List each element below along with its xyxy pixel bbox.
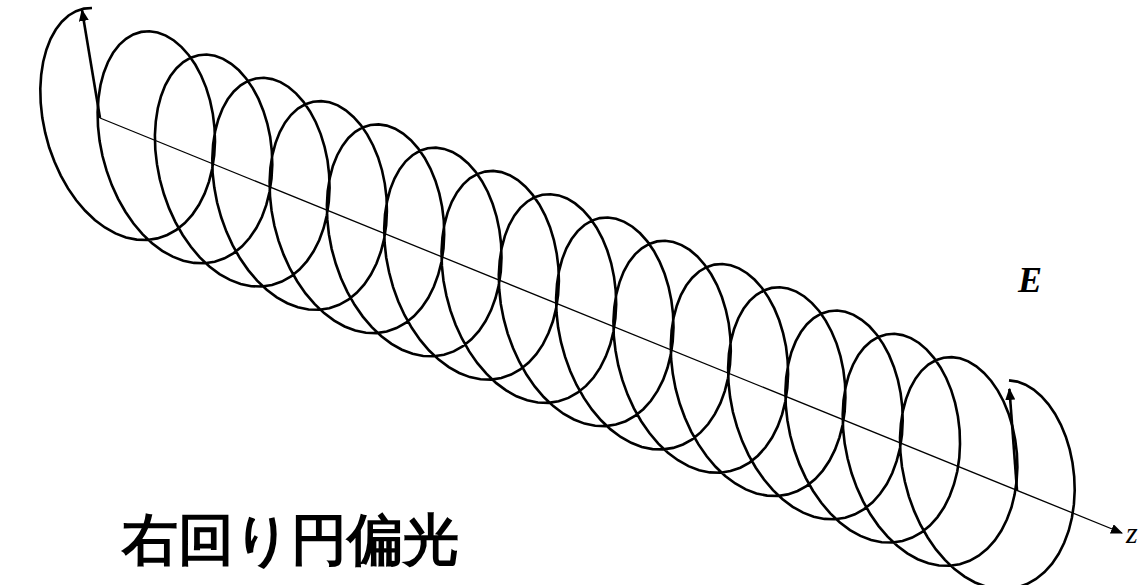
z-axis <box>100 118 1122 533</box>
axis-label: z <box>1126 518 1138 548</box>
helix-curve <box>40 8 1074 585</box>
field-vector <box>1009 389 1017 491</box>
title-label: 右回り円偏光 <box>122 512 459 568</box>
field-vector <box>82 10 100 118</box>
vector-label: E <box>1018 262 1042 298</box>
